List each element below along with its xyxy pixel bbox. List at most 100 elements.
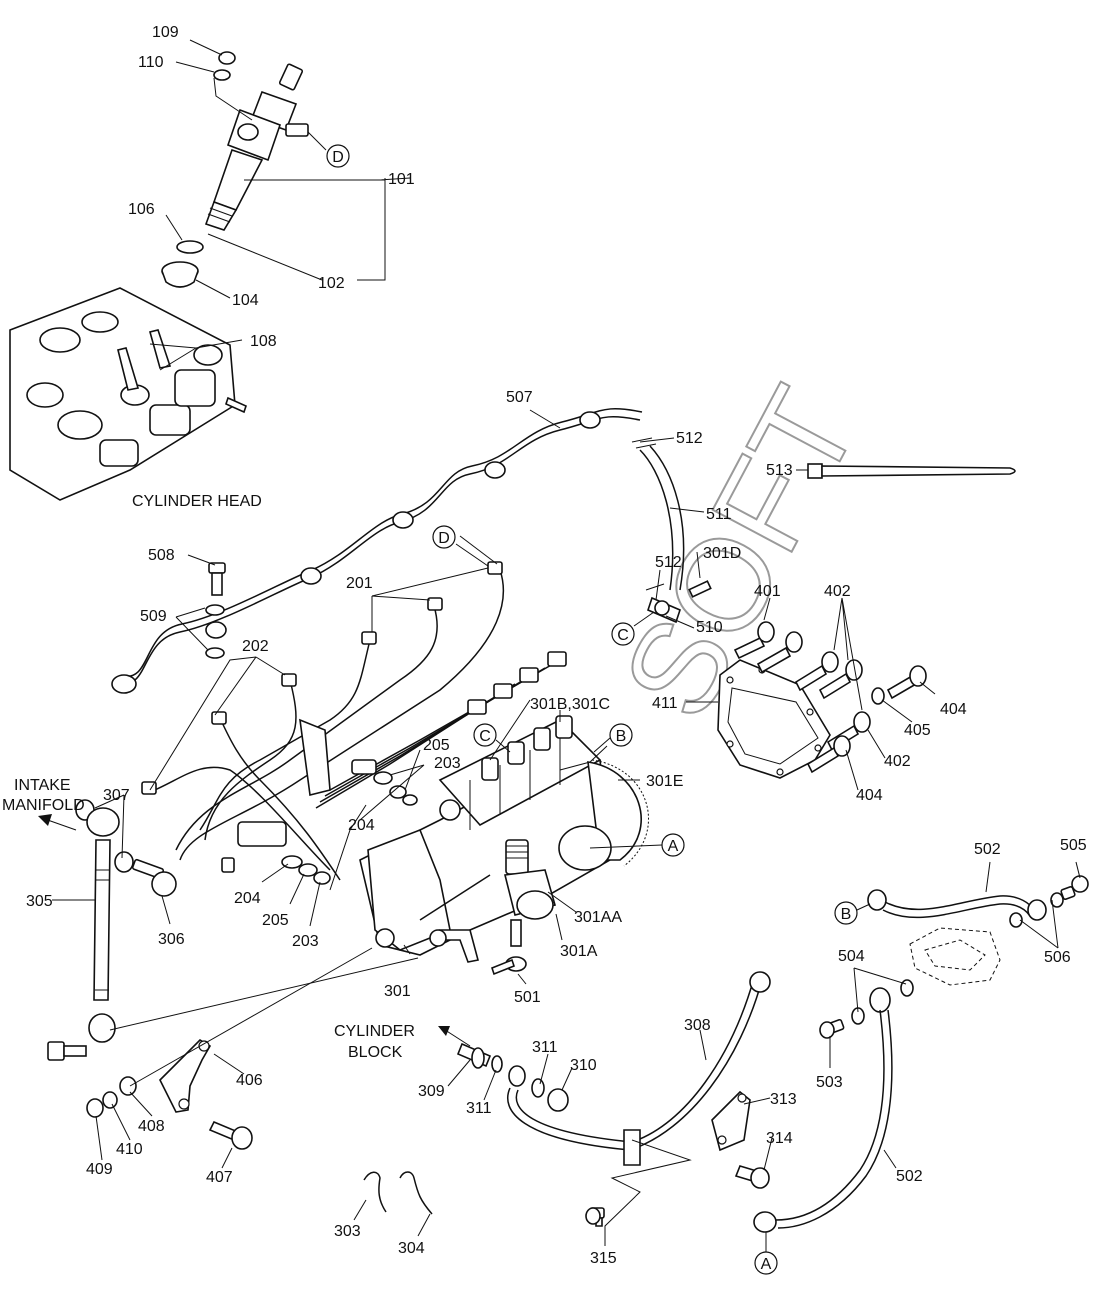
callout-205-lower: 205	[262, 912, 289, 929]
callout-513: 513	[766, 462, 793, 479]
injection-pipes	[141, 561, 567, 881]
callout-301e: 301E	[646, 773, 683, 790]
cylinder-head-sketch	[9, 287, 247, 501]
connector-d-mid: D	[432, 525, 489, 567]
washers-311-310	[491, 1055, 569, 1112]
intake-pipe-305	[47, 799, 134, 1061]
callout-203-upper: 203	[434, 755, 461, 772]
leak-off-pipe-507	[111, 407, 643, 694]
connector-d-top-label: D	[332, 149, 344, 166]
connector-a-bottom: A	[754, 1232, 778, 1275]
callout-503: 503	[816, 1074, 843, 1091]
nozzle-seat-104	[161, 261, 199, 288]
callout-204-upper: 204	[348, 817, 375, 834]
callout-110: 110	[138, 54, 164, 71]
clip-303	[363, 1171, 387, 1213]
connector-c-right-label: C	[617, 627, 629, 644]
injector-washer-106	[176, 240, 204, 254]
callout-504: 504	[838, 948, 865, 965]
cable-tie-513	[807, 463, 1016, 479]
callout-304: 304	[398, 1240, 425, 1257]
bolts-401-402	[733, 621, 871, 752]
callout-401: 401	[754, 583, 781, 600]
bolt-508	[208, 562, 226, 596]
clamps-512	[631, 437, 665, 591]
connector-b-right-label: B	[841, 906, 852, 923]
connector-a-pump: A	[589, 833, 685, 857]
callout-311-lower: 311	[466, 1100, 492, 1117]
washers-509	[205, 604, 225, 659]
clip-304	[399, 1171, 433, 1215]
bracket-406	[159, 1038, 212, 1113]
callout-101: 101	[388, 171, 415, 188]
callout-505: 505	[1060, 837, 1087, 854]
connector-a-pump-label: A	[668, 838, 679, 855]
return-hose-511	[639, 445, 685, 591]
nut-109	[218, 51, 236, 65]
callout-205-upper: 205	[423, 737, 450, 754]
callout-301b-301c: 301B,301C	[530, 696, 610, 713]
caption-cylinder-head: CYLINDER HEAD	[132, 493, 262, 510]
fitting-309	[456, 1042, 492, 1069]
callout-405: 405	[904, 722, 931, 739]
clip-315	[585, 1129, 641, 1227]
pump-sketch-dashed	[909, 927, 1001, 986]
connector-b-pump-label: B	[616, 728, 627, 745]
callout-409: 409	[86, 1161, 113, 1178]
pipe-502-upper	[867, 875, 1089, 928]
callout-303: 303	[334, 1223, 361, 1240]
callout-502-lower: 502	[896, 1168, 923, 1185]
callout-402-lower: 402	[884, 753, 911, 770]
connector-a-bottom-label: A	[761, 1256, 772, 1273]
connector-d-top: D	[307, 131, 350, 168]
callout-106: 106	[128, 201, 155, 218]
callout-102: 102	[318, 275, 345, 292]
injection-pump-301	[359, 715, 649, 963]
caption-intake-line1: INTAKE	[14, 777, 71, 794]
callout-502-upper: 502	[974, 841, 1001, 858]
callout-203-lower: 203	[292, 933, 319, 950]
callout-204-lower: 204	[234, 890, 261, 907]
caption-block-line1: CYLINDER	[334, 1023, 415, 1040]
callout-508: 508	[148, 547, 175, 564]
bolt-314	[734, 1165, 770, 1189]
block-arrow	[438, 1026, 471, 1047]
callout-314: 314	[766, 1130, 793, 1147]
callout-311-upper: 311	[532, 1039, 558, 1056]
callout-404-upper: 404	[940, 701, 967, 718]
intake-arrow	[38, 814, 77, 831]
callout-313: 313	[770, 1091, 797, 1108]
callout-109: 109	[152, 24, 179, 41]
connector-c-pump: C	[473, 723, 511, 753]
leader-lines	[52, 39, 1081, 1246]
callout-306: 306	[158, 931, 185, 948]
callout-309: 309	[418, 1083, 445, 1100]
pipe-502-lower	[753, 979, 914, 1233]
callout-408: 408	[138, 1118, 165, 1135]
callout-108: 108	[250, 333, 277, 350]
bolt-301d	[688, 580, 712, 598]
callout-301d: 301D	[703, 545, 741, 562]
callout-511: 511	[706, 506, 732, 523]
callout-404-lower: 404	[856, 787, 883, 804]
callout-510: 510	[696, 619, 723, 636]
callout-104: 104	[232, 292, 259, 309]
callout-501: 501	[514, 989, 541, 1006]
hardware-407-410	[86, 1076, 253, 1150]
bolt-306	[131, 858, 177, 897]
banjo-bolt-501	[491, 919, 527, 976]
callout-411: 411	[652, 695, 678, 712]
callout-301: 301	[384, 983, 411, 1000]
callout-407: 407	[206, 1169, 233, 1186]
washer-110	[213, 69, 231, 81]
callout-402-upper: 402	[824, 583, 851, 600]
caption-block-line2: BLOCK	[348, 1044, 403, 1061]
callout-512-mid: 512	[655, 554, 682, 571]
callout-410: 410	[116, 1141, 143, 1158]
fitting-510	[647, 596, 681, 624]
connector-d-mid-label: D	[438, 530, 450, 547]
pipe-clamp-hardware	[221, 718, 418, 885]
callout-506: 506	[1044, 949, 1071, 966]
connector-b-right: B	[834, 901, 871, 925]
